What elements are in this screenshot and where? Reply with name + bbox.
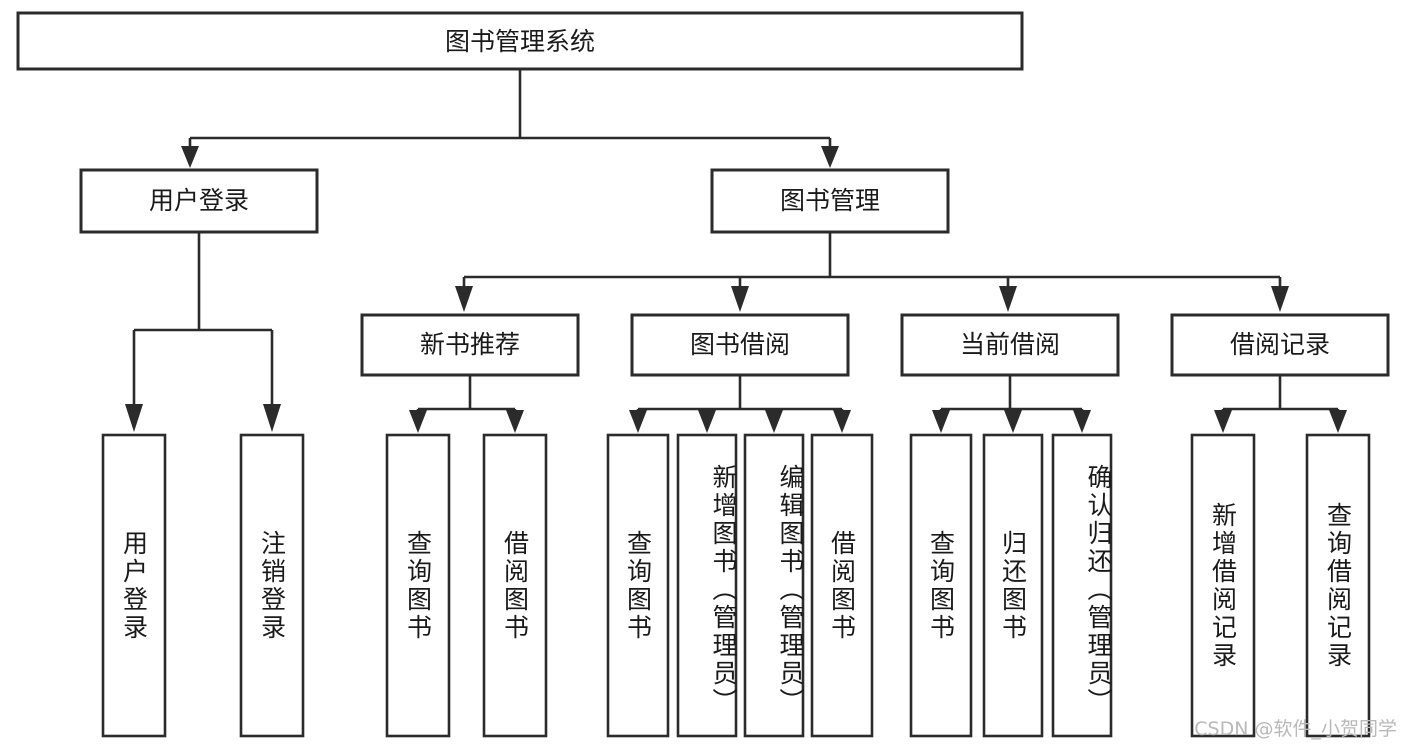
node-leaf-box[interactable] — [482, 433, 548, 738]
arrowhead-icon — [698, 410, 716, 433]
arrowhead-icon — [125, 404, 143, 432]
edge-group-user-login — [125, 232, 281, 432]
leaf-boxes — [101, 433, 1371, 738]
watermark-text: CSDN @软件_小贺同学 — [1194, 718, 1397, 740]
node-book-borrow-label: 图书借阅 — [690, 330, 790, 359]
edge-group-root — [181, 69, 839, 168]
node-root[interactable]: 图书管理系统 — [16, 11, 1024, 71]
node-current-borrow-box — [900, 313, 1120, 377]
node-leaf-box[interactable] — [606, 433, 670, 738]
edge-group-current-borrow — [932, 375, 1091, 433]
node-leaf-box[interactable] — [1190, 433, 1256, 738]
node-leaf-box[interactable] — [101, 433, 167, 738]
arrowhead-icon — [181, 146, 199, 168]
arrowhead-icon — [932, 410, 950, 433]
node-book-management-label: 图书管理 — [780, 186, 880, 215]
edge-group-borrow — [629, 375, 851, 433]
node-book-management-box — [710, 168, 950, 234]
edge-group-new-book — [409, 375, 524, 433]
node-current-borrow[interactable]: 当前借阅 — [900, 313, 1120, 377]
node-book-management[interactable]: 图书管理 — [710, 168, 950, 234]
node-leaf-box[interactable] — [1305, 433, 1371, 738]
node-leaf-box[interactable] — [743, 433, 805, 738]
edge-group-book-mgmt — [455, 232, 1289, 312]
arrowhead-icon — [506, 410, 524, 433]
arrowhead-icon — [263, 404, 281, 432]
node-book-borrow[interactable]: 图书借阅 — [630, 313, 850, 377]
node-root-label: 图书管理系统 — [445, 27, 595, 56]
node-leaf-box[interactable] — [239, 433, 305, 738]
arrowhead-icon — [1329, 410, 1347, 433]
node-user-login-label: 用户登录 — [149, 186, 249, 215]
edge-group-borrow-record — [1214, 375, 1347, 433]
arrowhead-icon — [833, 410, 851, 433]
arrowhead-icon — [409, 410, 427, 433]
node-root-box — [16, 11, 1024, 71]
arrowhead-icon — [999, 286, 1017, 312]
arrowhead-icon — [1073, 410, 1091, 433]
node-leaf-box[interactable] — [676, 433, 738, 738]
node-leaf-box[interactable] — [1051, 433, 1113, 738]
arrowhead-icon — [1214, 410, 1232, 433]
node-borrow-record-box — [1170, 313, 1390, 377]
arrowhead-icon — [821, 146, 839, 168]
node-book-borrow-box — [630, 313, 850, 377]
arrowhead-icon — [1271, 286, 1289, 312]
arrowhead-icon — [1004, 410, 1022, 433]
node-borrow-record-label: 借阅记录 — [1230, 330, 1330, 359]
node-leaf-box[interactable] — [810, 433, 874, 738]
node-new-book-recommend-box — [360, 313, 580, 377]
arrowhead-icon — [765, 410, 783, 433]
node-leaf-box[interactable] — [385, 433, 451, 738]
node-user-login[interactable]: 用户登录 — [79, 168, 319, 234]
node-borrow-record[interactable]: 借阅记录 — [1170, 313, 1390, 377]
node-leaf-box[interactable] — [909, 433, 973, 738]
arrowhead-icon — [455, 286, 473, 312]
arrowhead-icon — [731, 286, 749, 312]
node-new-book-recommend-label: 新书推荐 — [420, 330, 520, 359]
arrowhead-icon — [629, 410, 647, 433]
node-leaf-box[interactable] — [982, 433, 1044, 738]
node-user-login-box — [79, 168, 319, 234]
node-current-borrow-label: 当前借阅 — [960, 330, 1060, 359]
node-new-book-recommend[interactable]: 新书推荐 — [360, 313, 580, 377]
